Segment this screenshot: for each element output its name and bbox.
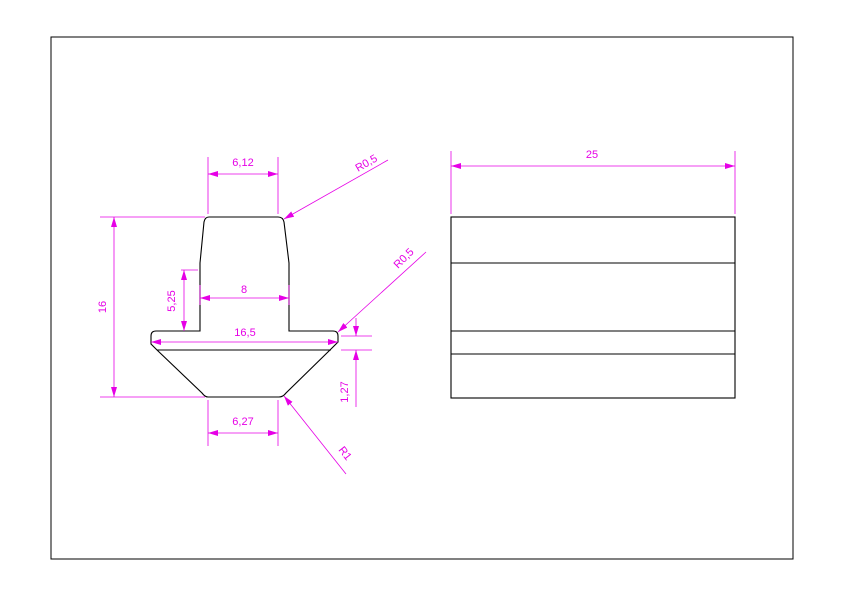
dim-text-top-radius: R0,5	[354, 153, 380, 175]
dim-text-bottom-radius: R1	[336, 444, 354, 462]
drawing-frame	[50, 36, 794, 560]
dim-text-step-height: 5,25	[166, 290, 178, 311]
dim-text-total-height: 16	[97, 301, 109, 313]
leader-flange-radius	[337, 251, 427, 333]
dim-text-top-width: 6,12	[232, 157, 253, 169]
dim-text-length: 25	[586, 149, 598, 161]
dim-text-flange-radius: R0,5	[392, 246, 417, 271]
dim-text-bottom-width: 6,27	[232, 416, 253, 428]
leader-bottom-radius	[283, 395, 347, 475]
profile-outline	[150, 216, 339, 398]
dim-text-neck-width: 8	[241, 284, 247, 296]
side-view-outline	[450, 216, 736, 399]
leader-top-radius	[283, 159, 389, 220]
dim-text-edge-thickness: 1,27	[339, 381, 351, 402]
dim-text-flange-width: 16,5	[234, 327, 255, 339]
